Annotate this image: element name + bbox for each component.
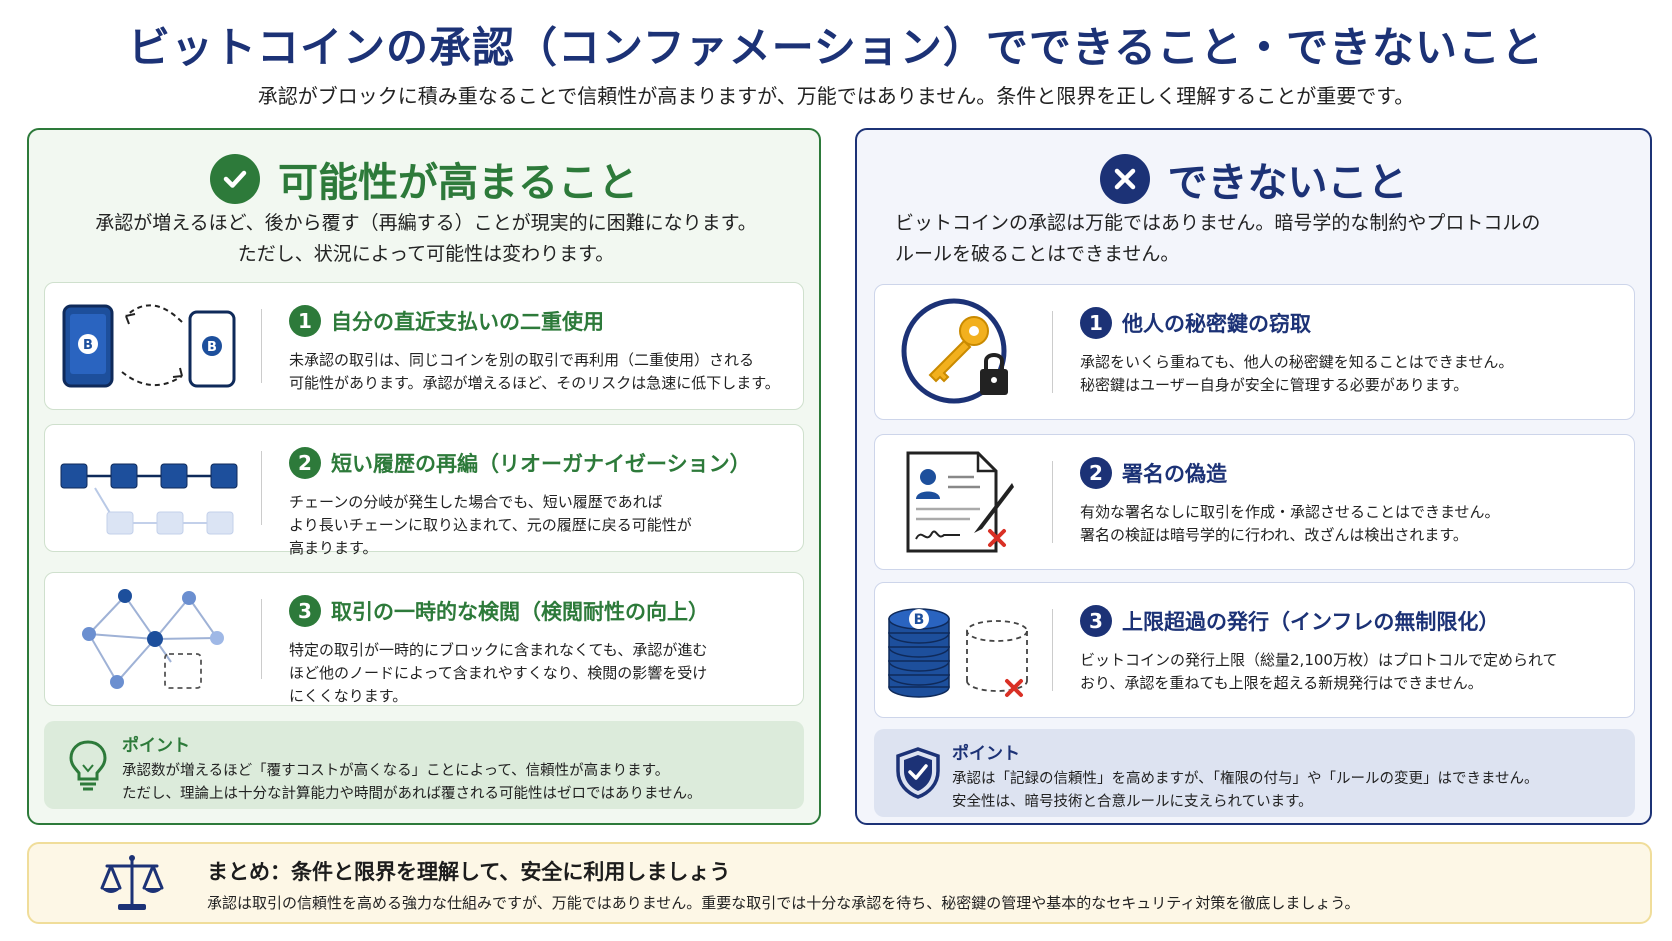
card-separator (261, 309, 262, 383)
bitcoin-symbol: B (914, 612, 925, 628)
cannot-item-title: 署名の偽造 (1122, 462, 1227, 486)
cannot-item-text: 有効な署名なしに取引を作成・承認させることはできません。 署名の検証は暗号学的に… (1080, 503, 1500, 544)
scales-icon (99, 852, 165, 914)
card-separator (261, 451, 262, 525)
cannot-panel: できないこと ビットコインの承認は万能ではありません。暗号学的な制約やプロトコル… (855, 128, 1652, 825)
point-label: ポイント (952, 744, 1020, 764)
page-subtitle: 承認がブロックに積み重なることで信頼性が高まりますが、万能ではありません。条件と… (257, 84, 1415, 108)
summary-box: まとめ：条件と限界を理解して、安全に利用しましょう 承認は取引の信頼性を高める強… (27, 842, 1652, 924)
card-separator (1052, 461, 1053, 543)
bitcoin-symbol: B (83, 338, 93, 353)
item-number: 1 (289, 305, 321, 337)
bitcoin-symbol: B (207, 340, 217, 355)
can-card-2: 2 短い履歴の再編（リオーガナイゼーション） チェーンの分岐が発生した場合でも、… (44, 424, 804, 557)
cannot-item-title: 上限超過の発行（インフレの無制限化） (1122, 610, 1500, 634)
can-item-title: 自分の直近支払いの二重使用 (331, 310, 604, 334)
can-item-text: 未承認の取引は、同じコインを別の取引で再利用（二重使用）される 可能性があります… (289, 351, 780, 392)
cannot-card-1: 1 他人の秘密鍵の窃取 承認をいくら重ねても、他人の秘密鍵を知ることはできません… (874, 284, 1635, 420)
summary-title: まとめ：条件と限界を理解して、安全に利用しましょう (207, 860, 731, 884)
signature-document-icon (875, 435, 1045, 569)
can-panel: 可能性が高まること 承認が増えるほど、後から覆す（再編する）ことが現実的に困難に… (27, 128, 821, 825)
x-circle-icon (1099, 154, 1150, 204)
item-number: 1 (1080, 307, 1112, 339)
card-separator (261, 599, 262, 679)
can-item-text: チェーンの分岐が発生した場合でも、短い履歴であれば より長いチェーンに取り込まれ… (289, 493, 692, 557)
can-panel-title: 可能性が高まること (278, 160, 638, 206)
page-title: ビットコインの承認（コンファメーション）でできること・できないこと (127, 23, 1545, 72)
coin-stack-icon: B (875, 583, 1045, 717)
item-number: 2 (1080, 457, 1112, 489)
cannot-panel-title: できないこと (1167, 160, 1408, 206)
cannot-point-box: ポイント 承認は「記録の信頼性」を高めますが、「権限の付与」や「ルールの変更」は… (874, 729, 1635, 817)
cannot-panel-desc: ビットコインの承認は万能ではありません。暗号学的な制約やプロトコルの ルールを破… (895, 212, 1541, 265)
phone-transfer-icon: B B (45, 283, 255, 409)
can-panel-header: 可能性が高まること (29, 150, 819, 208)
point-text: 承認数が増えるほど「覆すコストが高くなる」ことによって、信頼性が高まります。 た… (122, 763, 702, 802)
can-point-box: ポイント 承認数が増えるほど「覆すコストが高くなる」ことによって、信頼性が高まり… (44, 721, 804, 809)
network-nodes-icon (45, 573, 255, 705)
item-number: 3 (1080, 605, 1112, 637)
card-separator (1052, 609, 1053, 691)
can-panel-desc: 承認が増えるほど、後から覆す（再編する）ことが現実的に困難になります。 ただし、… (95, 212, 757, 265)
cannot-panel-header: できないこと (857, 150, 1650, 208)
blockchain-fork-icon (45, 425, 255, 551)
key-lock-icon (875, 285, 1045, 419)
lightbulb-icon (58, 735, 118, 795)
shield-check-icon (888, 743, 948, 803)
can-item-text: 特定の取引が一時的にブロックに含まれなくても、承認が進む ほど他のノードによって… (289, 641, 708, 705)
cannot-item-title: 他人の秘密鍵の窃取 (1122, 312, 1311, 336)
check-circle-icon (210, 154, 260, 204)
card-separator (1052, 311, 1053, 393)
cannot-item-text: ビットコインの発行上限（総量2,100万枚）はプロトコルで定められて おり、承認… (1080, 651, 1558, 692)
point-text: 承認は「記録の信頼性」を高めますが、「権限の付与」や「ルールの変更」はできません… (952, 771, 1539, 810)
item-number: 2 (289, 447, 321, 479)
summary-text: 承認は取引の信頼性を高める強力な仕組みですが、万能ではありません。重要な取引では… (207, 894, 1360, 912)
can-item-title: 短い履歴の再編（リオーガナイゼーション） (331, 452, 751, 476)
can-card-3: 3 取引の一時的な検閲（検閲耐性の向上） 特定の取引が一時的にブロックに含まれな… (44, 572, 804, 706)
cannot-card-3: B 3 上限超過の発行（インフレの無制限化） ビットコインの発行上限（総量2,1… (874, 582, 1635, 718)
cannot-card-2: 2 署名の偽造 有効な署名なしに取引を作成・承認させることはできません。 署名の… (874, 434, 1635, 570)
can-item-title: 取引の一時的な検閲（検閲耐性の向上） (331, 600, 709, 624)
point-label: ポイント (122, 736, 190, 756)
item-number: 3 (289, 595, 321, 627)
can-card-1: B B 1 自分の直近支払いの二重使用 未承認の取引は、同じコインを別の取引で再… (44, 282, 804, 410)
cannot-item-text: 承認をいくら重ねても、他人の秘密鍵を知ることはできません。 秘密鍵はユーザー自身… (1080, 353, 1514, 394)
